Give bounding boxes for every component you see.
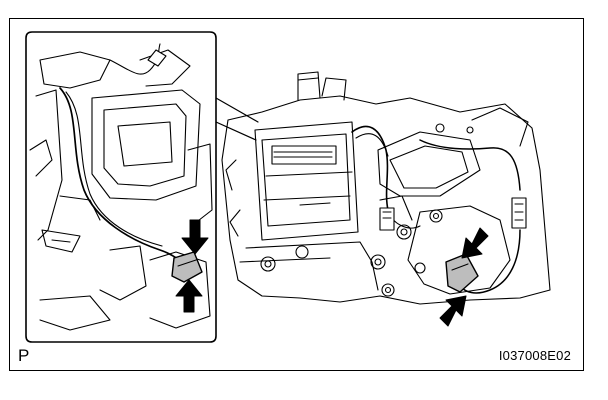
figure-frame xyxy=(9,18,584,371)
figure-code: I037008E02 xyxy=(498,348,571,363)
arrow-icon xyxy=(461,227,489,259)
arrow-icon xyxy=(181,219,209,255)
view-label: P xyxy=(18,346,30,365)
heater-unit-assembly xyxy=(221,71,551,305)
arrow-icon xyxy=(439,295,467,327)
inset-detail-view xyxy=(25,31,259,343)
arrow-icon xyxy=(175,279,203,313)
